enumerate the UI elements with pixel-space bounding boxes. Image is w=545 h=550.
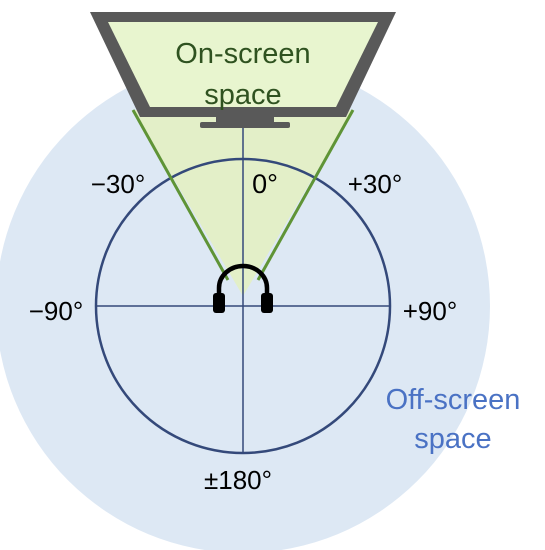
angle-label-left-90: −90°	[29, 296, 84, 326]
monitor-stand	[216, 116, 274, 123]
fov-left-line	[131, 109, 230, 281]
angle-label-right-30: +30°	[348, 169, 403, 199]
angle-label-front: 0°	[252, 169, 278, 199]
angle-label-left-30: −30°	[91, 169, 146, 199]
offscreen-label-line2: space	[414, 423, 491, 455]
angle-label-right-90: +90°	[403, 296, 458, 326]
headphones-icon	[213, 263, 273, 313]
angle-label-back: ±180°	[204, 465, 272, 495]
offscreen-label-line1: Off-screen	[386, 384, 521, 416]
onscreen-label-line1: On-screen	[175, 38, 310, 70]
fov-right-line	[256, 109, 355, 281]
monitor-screen	[108, 22, 378, 107]
offscreen-space-disc	[0, 59, 490, 550]
monitor-base	[200, 122, 290, 128]
monitor	[90, 12, 396, 128]
onscreen-label-line2: space	[204, 79, 281, 111]
